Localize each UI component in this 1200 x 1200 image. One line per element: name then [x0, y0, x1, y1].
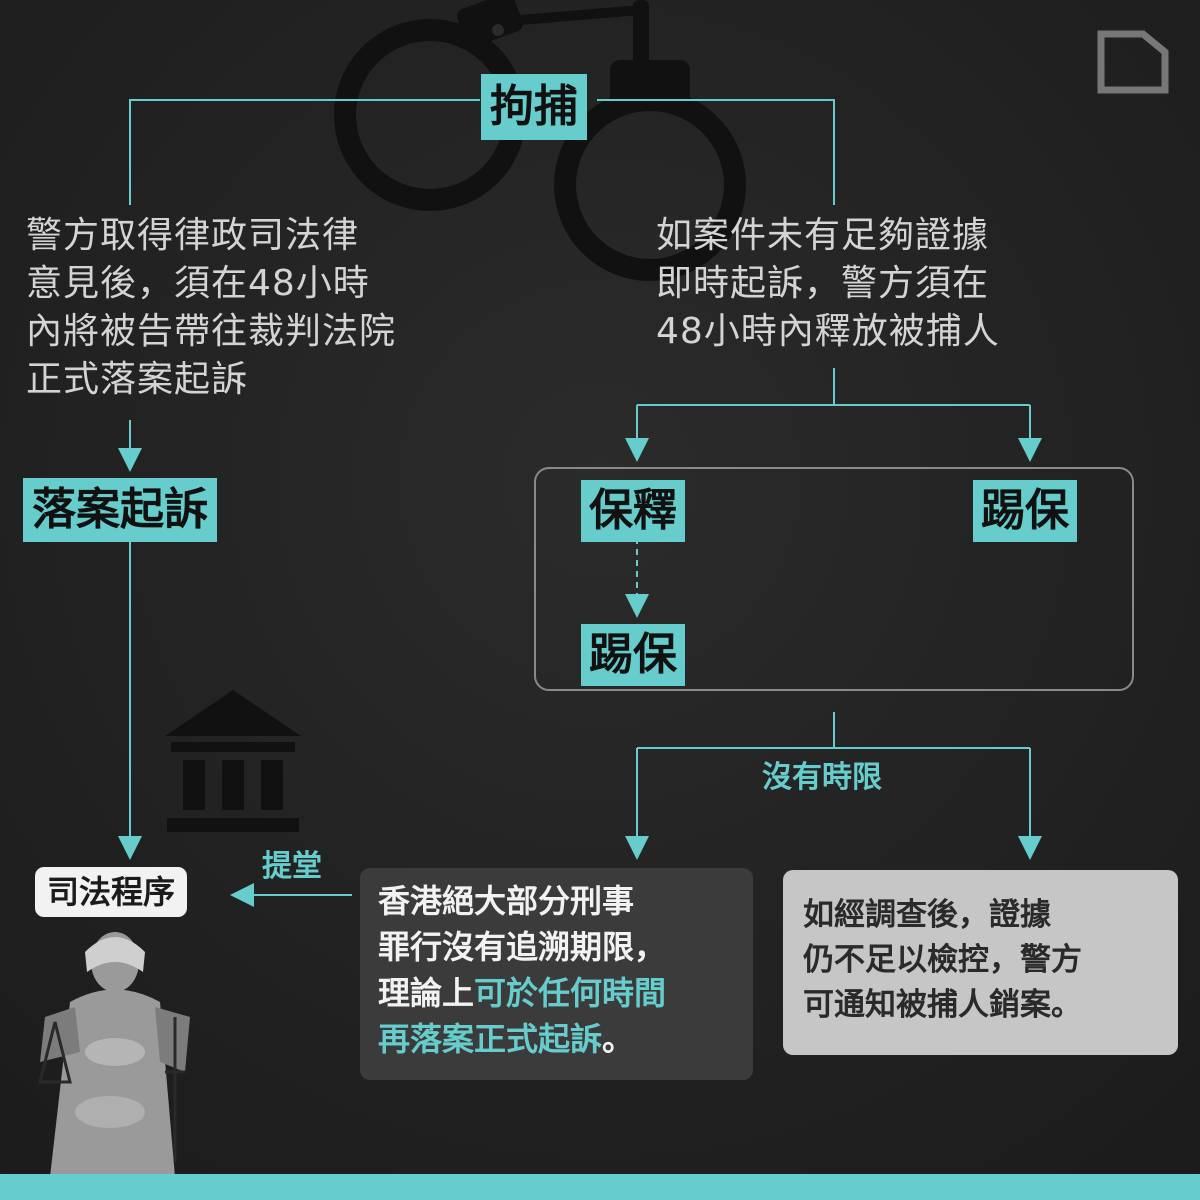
note-line: 罪行沒有追溯期限， — [378, 928, 667, 966]
left-description: 警方取得律政司法律 意見後，須在48小時 內將被告帶往裁判法院 正式落案起訴 — [26, 212, 396, 404]
note-line: 可通知被捕人銷案。 — [803, 987, 1082, 1023]
note-line: 再落案正式起訴。 — [378, 1016, 753, 1062]
case-closed-note: 如經調查後，證據 仍不足以檢控，警方 可通知被捕人銷案。 — [783, 870, 1178, 1055]
note-highlight: 可於任何時間 — [474, 974, 667, 1012]
left-description-line: 意見後，須在48小時 — [26, 263, 370, 304]
police-bail-label-right: 踢保 — [973, 480, 1077, 542]
charge-label: 落案起訴 — [23, 478, 217, 542]
police-bail-label-after: 踢保 — [581, 624, 685, 686]
court-building-icon — [165, 690, 301, 832]
right-description-line: 如案件未有足夠證據 — [656, 215, 990, 256]
right-description-line: 48小時內釋放被捕人 — [656, 311, 1000, 352]
brand-logo-icon — [1097, 30, 1169, 94]
court-appearance-label: 提堂 — [262, 849, 322, 884]
note-highlight: 再落案正式起訴 — [378, 1020, 603, 1058]
note-text: 理論上 — [378, 974, 475, 1012]
note-line: 理論上可於任何時間 — [378, 970, 753, 1016]
note-text: 。 — [602, 1020, 635, 1058]
right-description: 如案件未有足夠證據 即時起訴，警方須在 48小時內釋放被捕人 — [656, 212, 1000, 356]
note-line: 仍不足以檢控，警方 — [803, 942, 1082, 978]
right-description-line: 即時起訴，警方須在 — [656, 263, 990, 304]
left-description-line: 警方取得律政司法律 — [26, 215, 360, 256]
judicial-process-label: 司法程序 — [35, 867, 188, 917]
left-description-line: 內將被告帶往裁判法院 — [26, 311, 397, 352]
note-line: 香港絕大部分刑事 — [378, 882, 635, 920]
bail-label: 保釋 — [581, 480, 685, 542]
left-description-line: 正式落案起訴 — [26, 359, 249, 400]
justice-statue-icon — [38, 932, 190, 1177]
note-line: 如經調查後，證據 — [803, 897, 1051, 933]
bottom-accent-bar — [0, 1174, 1200, 1200]
arrest-label: 拘捕 — [481, 74, 587, 140]
no-time-limit-label: 沒有時限 — [762, 760, 882, 795]
no-limitation-note: 香港絕大部分刑事 罪行沒有追溯期限， 理論上可於任何時間 再落案正式起訴。 — [360, 868, 753, 1080]
